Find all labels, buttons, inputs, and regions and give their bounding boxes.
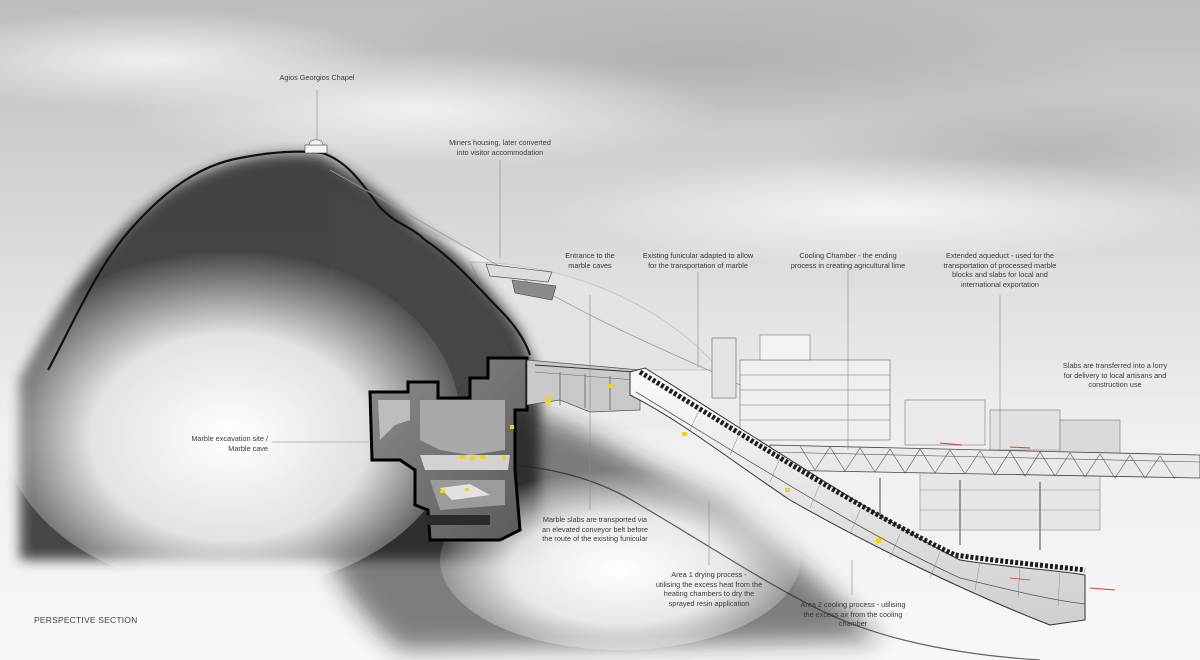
marble-cave-section <box>368 356 529 542</box>
marble-block <box>480 455 485 459</box>
marble-block <box>682 432 687 436</box>
rock-glow <box>440 470 800 650</box>
marble-block <box>545 398 551 403</box>
marble-block <box>608 384 613 388</box>
tower-block <box>711 337 737 399</box>
miners-housing <box>485 263 557 301</box>
chapel-building <box>304 139 328 154</box>
label-cooling-chamber: Cooling Chamber - the ending process in … <box>790 251 906 270</box>
label-conveyor: Marble slabs are transported via an elev… <box>542 515 648 543</box>
label-funicular: Existing funicular adapted to allow for … <box>642 251 754 270</box>
building-block <box>919 469 1101 531</box>
marble-block <box>502 456 506 460</box>
rock-glow <box>0 250 460 590</box>
cloud <box>0 10 390 110</box>
marble-block <box>876 538 881 543</box>
processing-buildings <box>711 334 1121 531</box>
funicular-incline <box>629 367 1116 626</box>
red-arrow <box>1009 577 1031 581</box>
marble-block <box>785 488 790 492</box>
red-arrow <box>939 442 963 446</box>
aqueduct <box>769 442 1200 550</box>
red-arrow <box>1089 587 1116 591</box>
mountain-outline <box>47 150 532 371</box>
leader-lines <box>272 90 1001 595</box>
marble-block <box>470 456 475 460</box>
hill-ridge-line <box>329 169 741 386</box>
label-excavation-site: Marble excavation site / Marble cave <box>191 434 268 453</box>
red-arrow <box>1009 446 1031 449</box>
label-lorry: Slabs are transferred into a lorry for d… <box>1062 361 1168 389</box>
marble-block <box>465 488 469 491</box>
tube-ribs <box>689 407 1061 607</box>
label-chapel: Agios Georgios Chapel <box>279 73 355 82</box>
marble-block <box>440 490 445 493</box>
conveyor-bridge <box>526 359 641 413</box>
office-floors <box>740 374 890 421</box>
building-block <box>904 399 986 446</box>
conveyor-chain <box>638 369 1086 573</box>
drawing-title: PERSPECTIVE SECTION <box>34 615 138 625</box>
cloud <box>550 155 1200 265</box>
building-block <box>759 334 811 361</box>
label-drying-area: Area 1 drying process - utilising the ex… <box>655 570 763 608</box>
office-block <box>739 359 891 441</box>
marble-block <box>510 425 514 429</box>
marble-block <box>460 455 466 459</box>
building-floors <box>920 489 1100 511</box>
ground-edge <box>514 464 1041 660</box>
aqueduct-truss <box>799 445 1176 480</box>
funicular-tube <box>629 367 1086 626</box>
label-cave-entrance: Entrance to the marble caves <box>565 251 615 270</box>
building-block <box>989 409 1061 451</box>
label-cooling-area: Area 2 cooling process - utilising the e… <box>800 600 906 628</box>
label-miners-housing: Miners housing, later converted into vis… <box>449 138 551 157</box>
label-aqueduct: Extended aqueduct - used for the transpo… <box>943 251 1057 289</box>
